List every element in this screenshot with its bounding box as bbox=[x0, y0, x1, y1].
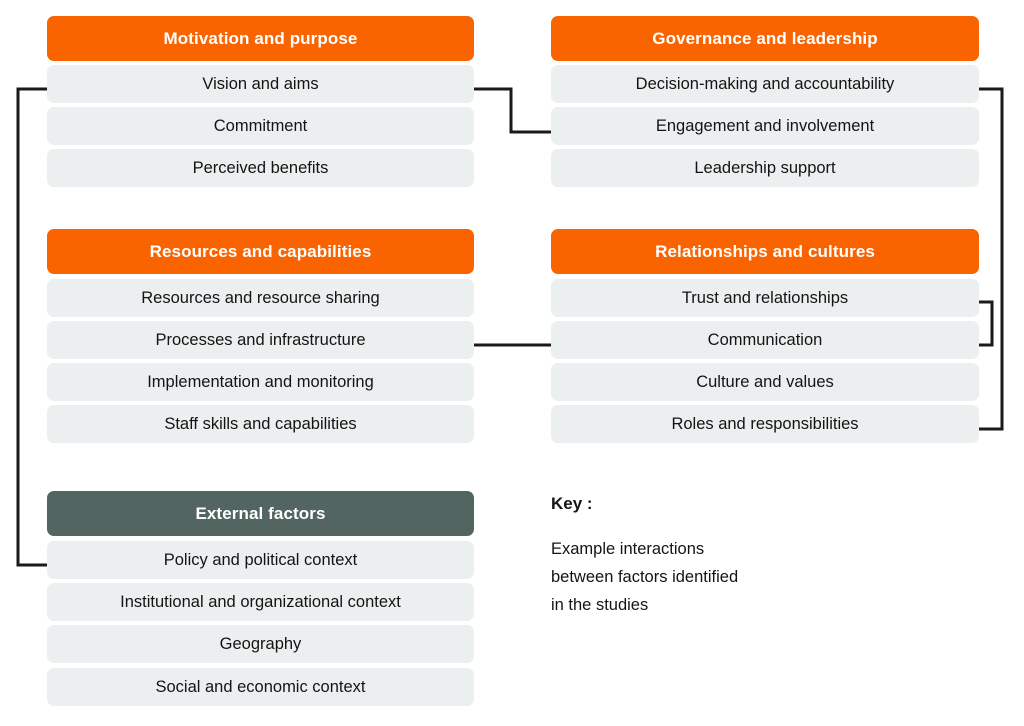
list-item[interactable]: Commitment bbox=[47, 107, 474, 145]
connector-decisionmaking-to-roles bbox=[979, 87, 1004, 431]
group-relationships-and-cultures: Relationships and cultures Trust and rel… bbox=[551, 229, 979, 443]
group-header-resources-and-capabilities[interactable]: Resources and capabilities bbox=[47, 229, 474, 274]
list-item[interactable]: Resources and resource sharing bbox=[47, 279, 474, 317]
list-item[interactable]: Culture and values bbox=[551, 363, 979, 401]
list-item[interactable]: Geography bbox=[47, 625, 474, 663]
group-header-external-factors[interactable]: External factors bbox=[47, 491, 474, 536]
list-item[interactable]: Perceived benefits bbox=[47, 149, 474, 187]
list-item[interactable]: Vision and aims bbox=[47, 65, 474, 103]
list-item[interactable]: Policy and political context bbox=[47, 541, 474, 579]
connector-vision-to-policy bbox=[16, 87, 47, 567]
key-line: between factors identified bbox=[551, 568, 739, 586]
list-item[interactable]: Staff skills and capabilities bbox=[47, 405, 474, 443]
key-line: in the studies bbox=[551, 596, 649, 614]
group-header-governance-and-leadership[interactable]: Governance and leadership bbox=[551, 16, 979, 61]
key-legend: Key : Example interactions between facto… bbox=[551, 494, 881, 619]
group-resources-and-capabilities: Resources and capabilities Resources and… bbox=[47, 229, 474, 443]
list-item[interactable]: Leadership support bbox=[551, 149, 979, 187]
list-item[interactable]: Trust and relationships bbox=[551, 279, 979, 317]
group-governance-and-leadership: Governance and leadership Decision-makin… bbox=[551, 16, 979, 187]
connector-trust-to-communication bbox=[979, 300, 994, 347]
key-line: Example interactions bbox=[551, 540, 705, 558]
list-item[interactable]: Institutional and organizational context bbox=[47, 583, 474, 621]
key-title: Key : bbox=[551, 494, 593, 513]
list-item[interactable]: Processes and infrastructure bbox=[47, 321, 474, 359]
group-motivation-and-purpose: Motivation and purpose Vision and aims C… bbox=[47, 16, 474, 187]
connector-vision-to-engagement bbox=[474, 87, 551, 134]
group-external-factors: External factors Policy and political co… bbox=[47, 491, 474, 706]
list-item[interactable]: Engagement and involvement bbox=[551, 107, 979, 145]
list-item[interactable]: Decision-making and accountability bbox=[551, 65, 979, 103]
list-item[interactable]: Social and economic context bbox=[47, 668, 474, 706]
group-header-relationships-and-cultures[interactable]: Relationships and cultures bbox=[551, 229, 979, 274]
list-item[interactable]: Roles and responsibilities bbox=[551, 405, 979, 443]
group-header-motivation-and-purpose[interactable]: Motivation and purpose bbox=[47, 16, 474, 61]
list-item[interactable]: Implementation and monitoring bbox=[47, 363, 474, 401]
list-item[interactable]: Communication bbox=[551, 321, 979, 359]
